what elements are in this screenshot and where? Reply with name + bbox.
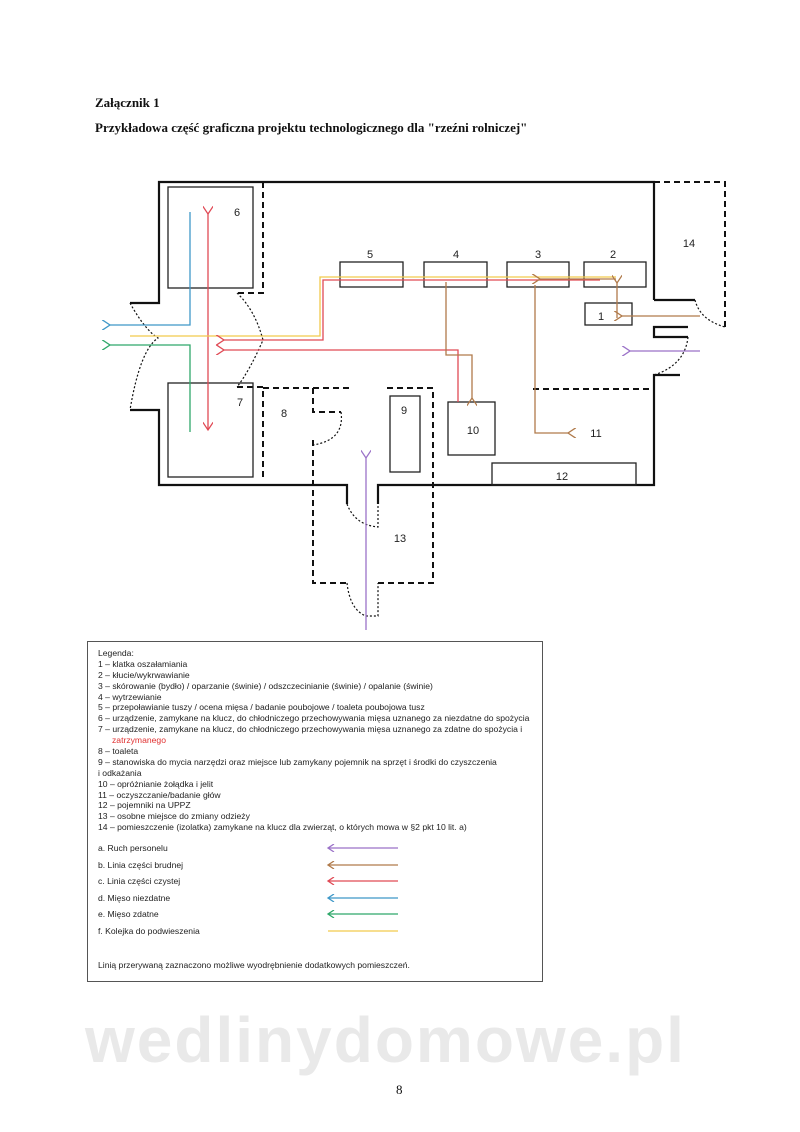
label-10: 10 — [467, 425, 479, 437]
legend-item: 2 – kłucie/wykrwawianie — [98, 669, 190, 680]
label-1: 1 — [598, 311, 604, 323]
legend-line-label: e. Mięso zdatne — [98, 909, 159, 919]
legend-line-label: f. Kolejka do podwieszenia — [98, 925, 200, 936]
label-12: 12 — [556, 471, 568, 483]
watermark: wedlinydomowe.pl — [85, 1004, 686, 1076]
legend-item: 11 – oczyszczanie/badanie głów — [98, 789, 221, 800]
label-4: 4 — [453, 249, 459, 261]
page-number: 8 — [396, 1082, 403, 1097]
legend-item: 4 – wytrzewianie — [98, 691, 162, 702]
legend-item: 3 – skórowanie (bydło) / oparzanie (świn… — [98, 680, 433, 691]
solid-walls — [130, 180, 695, 504]
meat-fit-line — [110, 345, 191, 432]
label-11: 11 — [590, 428, 601, 440]
legend-line-label: b. Linia części brudnej — [98, 859, 184, 870]
legend-line-label: d. Mięso niezdatne — [98, 892, 171, 903]
label-8: 8 — [281, 408, 287, 420]
legend-item: 5 – przepoławianie tuszy / ocena mięsa /… — [98, 702, 425, 713]
label-6: 6 — [234, 207, 240, 219]
clean-line-main — [224, 279, 600, 340]
legend-item-continuation: i odkażania — [98, 767, 142, 778]
station-9-box — [389, 395, 421, 473]
legend-item: 8 – toaleta — [98, 746, 139, 757]
legend-arrow-icon — [326, 893, 398, 902]
station-5-box — [339, 261, 404, 288]
legend-arrow-icon — [326, 860, 398, 869]
label-5: 5 — [367, 249, 373, 261]
legend-item: 9 – stanowiska do mycia narzędzi oraz mi… — [98, 756, 497, 767]
legend-arrow-icon — [326, 877, 398, 885]
station-1-box — [584, 302, 633, 326]
legend-item: 7 – urządzenie, zamykane na klucz, do ch… — [98, 724, 523, 735]
door-arcs — [129, 292, 726, 617]
legend-heading: Legenda: — [98, 648, 134, 658]
station-2-box — [583, 261, 647, 288]
dirty-line-11 — [534, 285, 568, 433]
legend-item: 1 – klatka oszałamiania — [98, 658, 188, 669]
legend-note: Linią przerywaną zaznaczono możliwe wyod… — [98, 960, 410, 970]
legend-item: 6 – urządzenie, zamykane na klucz, do ch… — [98, 713, 530, 724]
dashed-walls — [237, 181, 726, 584]
label-14: 14 — [683, 238, 695, 250]
legend-item: 14 – pomieszczenie (izolatka) zamykane n… — [98, 822, 467, 833]
legend-item: 13 – osobne miejsce do zmiany odzieży — [98, 811, 250, 822]
station-12-box — [491, 462, 637, 486]
station-3-box — [506, 261, 570, 288]
legend-line-label: a. Ruch personelu — [98, 843, 168, 853]
room-6-box — [167, 186, 254, 289]
meat-unfit-line — [110, 212, 191, 325]
label-2: 2 — [610, 249, 616, 261]
label-7: 7 — [237, 397, 243, 409]
legend-line-swatch — [328, 929, 398, 932]
document-title: Przykładowa część graficzna projektu tec… — [95, 120, 528, 135]
dirty-line-10 — [445, 282, 472, 398]
legend-item: 12 – pojemniki na UPPZ — [98, 800, 191, 811]
legend-arrow-icon — [326, 844, 398, 852]
label-3: 3 — [535, 249, 541, 261]
label-9: 9 — [401, 405, 407, 417]
floor-plan-diagram: 1 2 3 4 5 6 7 8 9 10 11 12 13 14 — [0, 180, 726, 630]
legend-line-label: c. Linia części czystej — [98, 876, 181, 886]
rail-line — [130, 276, 616, 337]
clean-line-10 — [224, 350, 459, 402]
station-4-box — [423, 261, 488, 288]
legend-item-continuation: zatrzymanego — [112, 735, 166, 746]
label-13: 13 — [394, 533, 406, 545]
annex-label: Załącznik 1 — [95, 95, 160, 110]
legend-arrow-icon — [326, 910, 398, 918]
legend-item: 10 – opróżnianie żołądka i jelit — [98, 778, 214, 789]
legend-box: Legenda: 1 – klatka oszałamiania 2 – kłu… — [87, 641, 543, 982]
